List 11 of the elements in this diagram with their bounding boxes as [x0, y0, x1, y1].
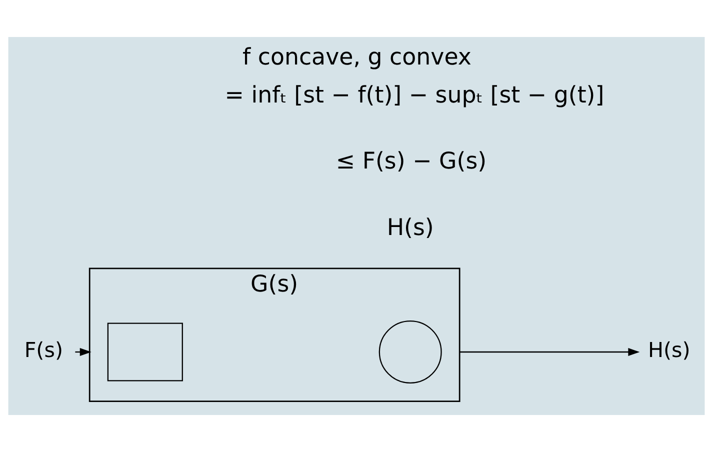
node-circle [378, 320, 442, 383]
label: H(s) [386, 214, 434, 241]
label: ≤ F(s) − G(s) [336, 148, 487, 174]
arrow [75, 347, 92, 356]
node-text: H(s) [648, 338, 690, 362]
node-text: F(s) [24, 338, 64, 362]
node-box [107, 322, 183, 381]
label: = infₜ [st − f(t)] − supₜ [st − g(t)] [224, 82, 604, 108]
cluster: G(s) [88, 267, 460, 402]
arrow [460, 347, 640, 356]
diagram-title: f concave, g convex [242, 44, 472, 70]
